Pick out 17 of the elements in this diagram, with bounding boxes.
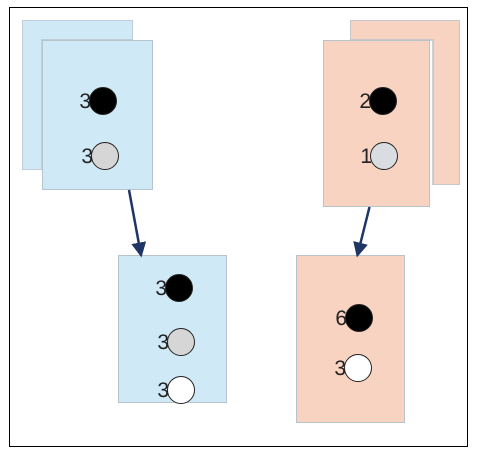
stacked-card-edge bbox=[22, 20, 133, 170]
count-number: 2 bbox=[359, 90, 371, 112]
card bbox=[323, 40, 430, 207]
count-number: 3 bbox=[79, 90, 91, 112]
count-number: 3 bbox=[157, 332, 169, 352]
stacked-card-edge bbox=[350, 20, 460, 185]
count-number: 1 bbox=[360, 146, 372, 166]
count-number: 3 bbox=[157, 380, 169, 400]
arrow bbox=[128, 190, 146, 258]
count-number: 3 bbox=[81, 146, 93, 166]
card bbox=[42, 40, 153, 190]
card bbox=[296, 255, 405, 423]
count-number: 3 bbox=[334, 358, 346, 378]
arrow bbox=[353, 206, 371, 258]
card bbox=[118, 255, 227, 403]
count-number: 3 bbox=[155, 278, 167, 298]
count-number: 6 bbox=[335, 308, 347, 328]
